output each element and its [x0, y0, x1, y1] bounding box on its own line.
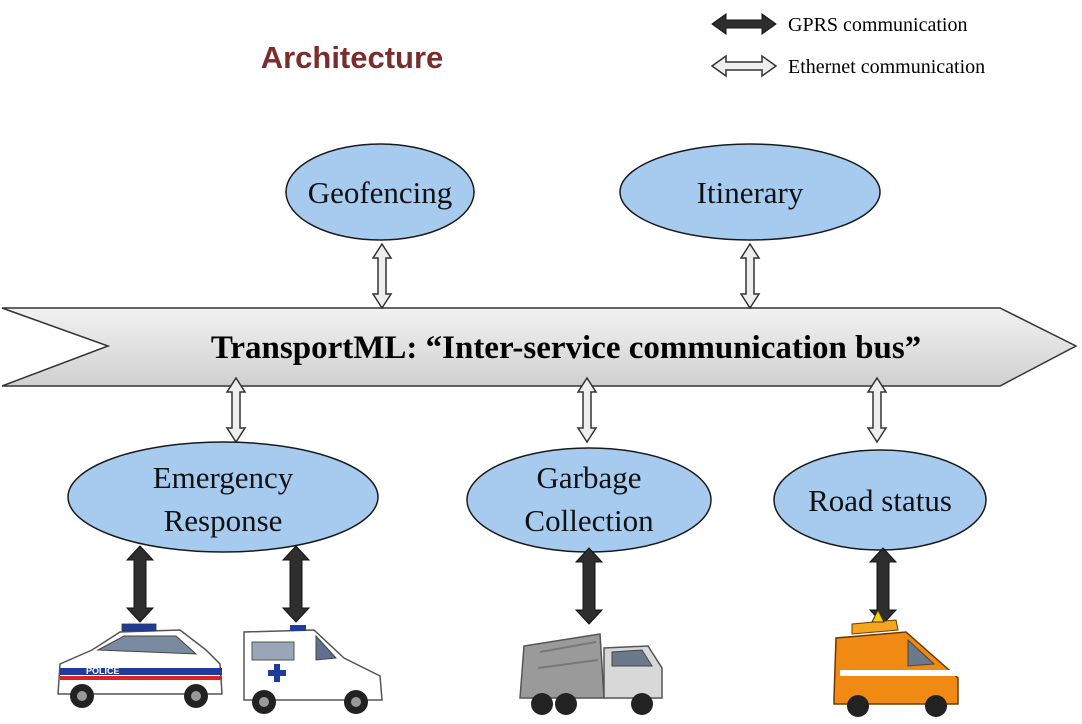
garbage-label-line1: Garbage [537, 460, 642, 495]
emergency-ellipse [67, 441, 379, 553]
gprs-arrow-ambulance [282, 545, 310, 623]
ethernet-arrow-road-status [867, 377, 887, 443]
police-car-text: POLICE [86, 666, 120, 676]
ethernet-arrow-geofencing [372, 243, 392, 309]
road-service-van-icon [833, 608, 959, 717]
service-garbage-collection: Garbage Collection [466, 447, 712, 553]
ethernet-arrow-itinerary [740, 243, 760, 309]
road-status-ellipse [773, 449, 987, 551]
bus-shape [1, 307, 1078, 387]
gprs-arrow-road-van [869, 547, 897, 625]
emergency-label-line1: Emergency [153, 460, 294, 495]
legend: GPRS communication Ethernet communicatio… [710, 13, 985, 78]
ambulance-icon [243, 625, 383, 714]
bus-label: TransportML: “Inter-service communicatio… [211, 330, 921, 366]
service-emergency-response: Emergency Response [67, 441, 379, 553]
service-geofencing: Geofencing [285, 143, 475, 241]
garbage-label-line2: Collection [524, 503, 654, 538]
geofencing-ellipse [285, 143, 475, 241]
gprs-arrow-police [126, 545, 154, 623]
emergency-label-line2: Response [164, 503, 283, 538]
garbage-truck-icon [519, 633, 663, 715]
communication-bus: TransportML: “Inter-service communicatio… [1, 307, 1078, 387]
page-title: Architecture [261, 40, 444, 75]
service-itinerary: Itinerary [619, 143, 881, 241]
geofencing-label: Geofencing [308, 175, 453, 210]
service-road-status: Road status [773, 449, 987, 551]
ethernet-legend-arrow [710, 54, 778, 78]
gprs-legend-label: GPRS communication [788, 14, 967, 36]
ethernet-legend-label: Ethernet communication [788, 56, 985, 78]
gprs-arrow-garbage-truck [575, 547, 603, 625]
road-status-label: Road status [808, 483, 952, 518]
ethernet-arrow-garbage [577, 377, 597, 443]
gprs-legend-arrow [711, 13, 777, 35]
itinerary-label: Itinerary [697, 175, 804, 210]
ethernet-arrow-emergency [226, 377, 246, 443]
police-car-icon: POLICE [57, 623, 223, 708]
itinerary-ellipse [619, 143, 881, 241]
